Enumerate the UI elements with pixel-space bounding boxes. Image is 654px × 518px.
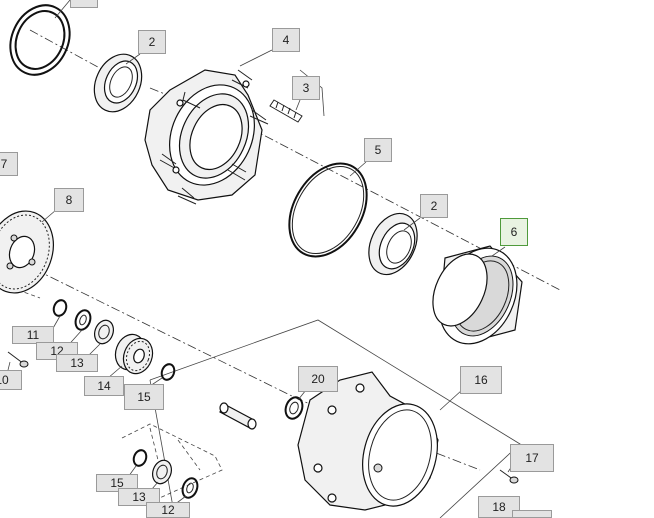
callout-part-2-top[interactable]: 2 xyxy=(138,30,166,54)
callout-part-12-bottom[interactable]: 12 xyxy=(146,502,190,518)
callout-part-14[interactable]: 14 xyxy=(84,376,124,396)
callout-part-16[interactable]: 16 xyxy=(460,366,502,394)
washer-part-12-bottom xyxy=(181,477,199,499)
callout-part-11[interactable]: 11 xyxy=(12,326,54,344)
o-ring-part-5 xyxy=(288,162,368,258)
callout-part-10[interactable]: 10 xyxy=(0,370,22,390)
flange-housing-part-4 xyxy=(144,69,269,205)
callout-part-17[interactable]: 17 xyxy=(510,444,554,472)
bearing-part-13-bottom xyxy=(151,459,173,485)
callout-part-18[interactable]: 18 xyxy=(478,496,520,518)
callout-part-7[interactable]: 7 xyxy=(0,152,18,176)
shaft-pin xyxy=(219,402,257,430)
callout-part-13-top[interactable]: 13 xyxy=(56,354,98,372)
snap-ring-part-11 xyxy=(52,299,68,317)
snap-ring-part-15-bottom xyxy=(132,449,148,467)
callout-part-4[interactable]: 4 xyxy=(272,28,300,52)
seal-ring-part-1 xyxy=(9,4,71,76)
callout-part-15-top[interactable]: 15 xyxy=(124,384,164,410)
ring-gear-part-6 xyxy=(432,245,523,345)
callout-part-20[interactable]: 20 xyxy=(298,366,338,392)
callout-part-6-selected[interactable]: 6 xyxy=(500,218,528,246)
callout-part-5[interactable]: 5 xyxy=(364,138,392,162)
hub-housing-part-16 xyxy=(297,371,439,511)
bolt-part-10 xyxy=(7,351,29,368)
washer-part-12 xyxy=(74,309,92,331)
callout-part-8[interactable]: 8 xyxy=(54,188,84,212)
screw-part-17 xyxy=(499,469,519,484)
callout-part-2-middle[interactable]: 2 xyxy=(420,194,448,218)
washer-part-20 xyxy=(284,396,304,420)
stud-part-3 xyxy=(269,99,303,123)
callout-part-13-bottom[interactable]: 13 xyxy=(118,488,160,506)
callout-part-3[interactable]: 3 xyxy=(292,76,320,100)
callout-part-1-partial[interactable] xyxy=(70,0,98,8)
callout-part-15-bottom[interactable]: 15 xyxy=(96,474,138,492)
gear-part-8 xyxy=(0,210,54,294)
bearing-part-13 xyxy=(93,319,115,345)
snap-ring-part-15-top xyxy=(160,363,176,381)
bearing-part-2-middle xyxy=(368,212,418,276)
pinion-gear-part-14 xyxy=(114,333,154,375)
bearing-part-2-top xyxy=(93,53,143,113)
callout-partial-bottom-right[interactable] xyxy=(512,510,552,518)
